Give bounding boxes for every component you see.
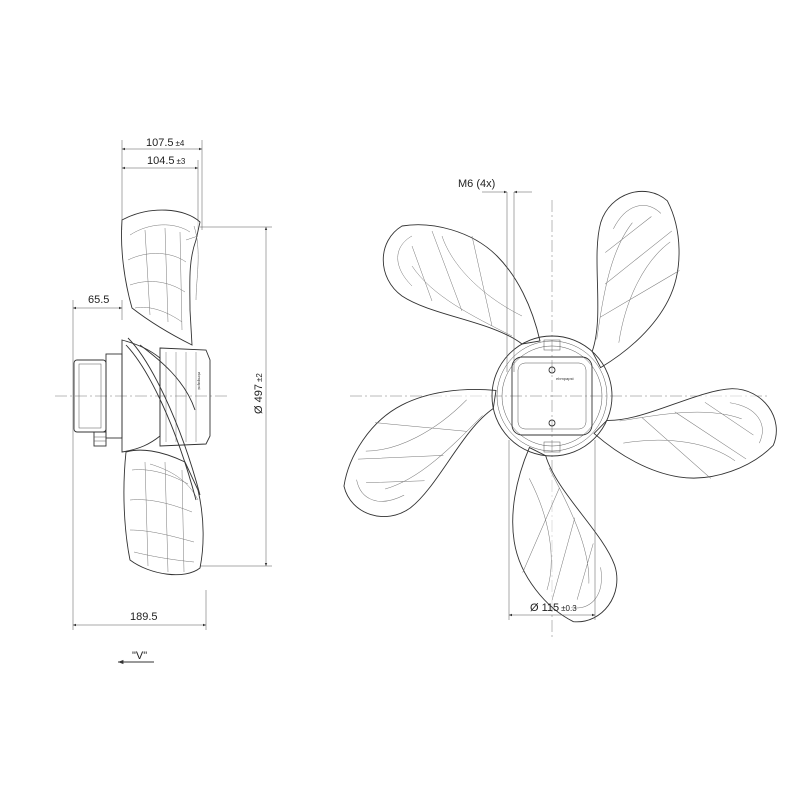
- front-view: ebmpapst M6 (4x) Ø 115±0.3: [336, 178, 790, 640]
- rotor-rim-curve-3: [139, 344, 196, 411]
- rotor-flange-lines: [165, 352, 197, 442]
- hub-motor-plate-inner: [517, 362, 587, 430]
- hub-motor-plate: [511, 356, 593, 436]
- hub-screw-top: [548, 366, 556, 374]
- hub-outer-ring: [491, 335, 613, 457]
- dim-width-inner-label: 104.5±3: [147, 155, 186, 167]
- hub-tab-bottom: [543, 441, 561, 453]
- side-blade-upper-ribs: [127, 224, 191, 331]
- motor-plate: [105, 353, 123, 439]
- rotor-rim-curve-2: [125, 344, 197, 501]
- rotor-rim-curve-1: [127, 337, 201, 496]
- rotor-brand-text: ebmpapst: [197, 372, 202, 390]
- side-blade-upper: [121, 209, 201, 346]
- cable-gland: [93, 431, 107, 447]
- side-blade-lower-edge: [149, 463, 199, 501]
- hub-tab-top: [543, 339, 561, 351]
- hub-inner-ring-2: [501, 345, 603, 447]
- side-blade-upper-edge: [185, 225, 199, 301]
- dim-hub-label: Ø 115±0.3: [530, 602, 577, 614]
- hub-inner-ring-1: [496, 340, 608, 452]
- dim-width-outer-label: 107.5±4: [146, 137, 185, 149]
- impeller-blades: [336, 182, 790, 635]
- view-label: "V": [132, 650, 147, 662]
- hub-screw-bottom: [548, 419, 556, 427]
- rotor-flange: [159, 347, 211, 447]
- dim-thread-label: M6 (4x): [458, 178, 495, 190]
- dim-diameter-label: Ø 497±2: [253, 373, 265, 414]
- side-view: ebmpapst 107.5±4 104.5±3 65.5 189.5 Ø 49…: [55, 137, 272, 665]
- dim-depth-label: 189.5: [130, 611, 158, 623]
- dim-motor-offset-label: 65.5: [88, 294, 109, 306]
- hub-brand-text: ebmpapst: [556, 376, 574, 381]
- side-blade-lower-ribs: [129, 461, 195, 573]
- impeller-blade: [382, 224, 541, 345]
- motor-housing-inner: [78, 363, 102, 429]
